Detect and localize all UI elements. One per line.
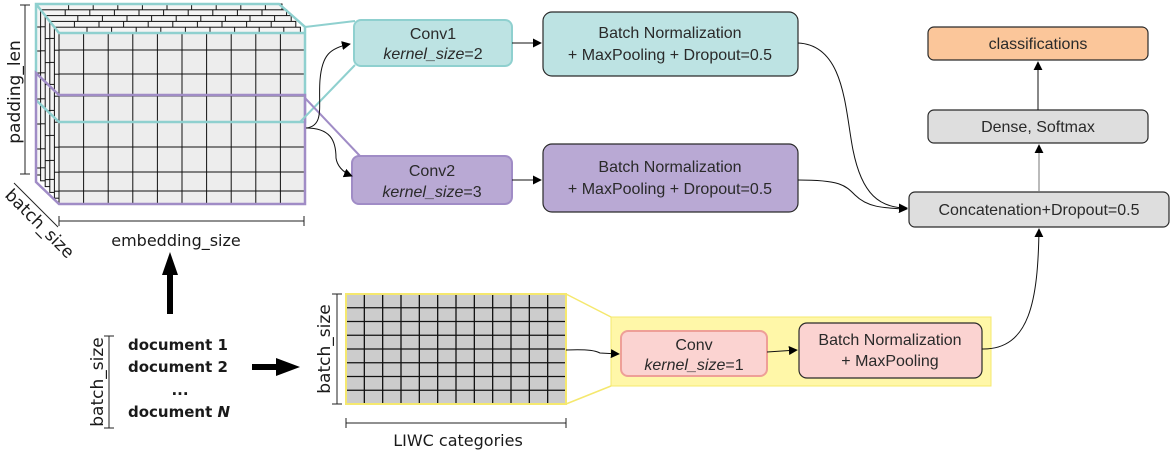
conv1-node[interactable]: Conv1 kernel_size=2 [353,19,513,67]
conv1-projection-bottom [299,64,356,123]
documents-to-tensor-arrow [162,252,178,314]
bn2-line2: + MaxPooling + Dropout=0.5 [568,181,772,198]
conv2-projection-top [304,97,361,157]
concat-label: Concatenation+Dropout=0.5 [938,202,1139,219]
documents-to-liwc-arrow [252,358,300,376]
conv2-title: Conv2 [409,163,455,180]
liwc-projection-bottom [565,385,612,405]
bn1-node[interactable]: Batch Normalization + MaxPooling + Dropo… [542,11,799,77]
dense-node[interactable]: Dense, Softmax [927,109,1149,144]
document-ellipsis: ... [171,381,188,399]
document-n: document N [128,403,231,421]
bn1-line2: + MaxPooling + Dropout=0.5 [568,47,772,64]
conv3-to-bn3-arrow [766,346,798,356]
documents-list: batch_size document 1 document 2 ... doc… [88,335,231,429]
classifications-label: classifications [989,36,1088,53]
concat-node[interactable]: Concatenation+Dropout=0.5 [908,191,1170,228]
embedding-tensor: padding_len batch_size embedding_size [0,2,361,263]
conv2-window-outline [34,70,307,206]
conv3-node[interactable]: Conv kernel_size=1 [620,330,768,377]
liwc-matrix: batch_size LIWC categories [315,293,612,450]
embedding-size-label: embedding_size [111,231,241,251]
liwc-categories-label: LIWC categories [393,431,523,450]
bn2-to-concat-arrow [797,179,908,214]
dense-label: Dense, Softmax [981,119,1095,136]
documents-batch-size-label: batch_size [88,337,108,426]
classifications-node[interactable]: classifications [927,26,1149,61]
bn3-line1: Batch Normalization [818,332,961,349]
tensor-to-conv1-arrow [305,41,351,129]
conv2-param: kernel_size=3 [382,184,481,201]
conv1-title: Conv1 [410,26,456,43]
bn1-line1: Batch Normalization [598,25,741,42]
document-2: document 2 [128,358,228,376]
bn1-to-concat-arrow [797,42,908,213]
document-1: document 1 [128,336,228,354]
padding-len-label: padding_len [5,40,25,144]
conv3-param: kernel_size=1 [644,357,743,374]
liwc-batch-size-label: batch_size [315,304,335,393]
conv1-projection-top [304,20,356,28]
bn3-node[interactable]: Batch Normalization + MaxPooling [798,322,983,379]
bn3-to-concat-arrow [981,228,1044,350]
conv1-param: kernel_size=2 [383,46,482,63]
bn3-line2: + MaxPooling [841,353,938,370]
tensor-to-conv2-arrow [305,127,353,178]
liwc-to-conv3-arrow [565,349,620,359]
conv3-title: Conv [675,337,712,354]
liwc-projection-top [565,293,612,318]
liwc-grid [346,294,566,404]
tensor-batch-dimension [13,182,59,228]
conv2-node[interactable]: Conv2 kernel_size=3 [351,155,513,205]
liwc-matrix-border [345,293,567,405]
bn2-line1: Batch Normalization [598,159,741,176]
bn2-node[interactable]: Batch Normalization + MaxPooling + Dropo… [542,143,799,213]
